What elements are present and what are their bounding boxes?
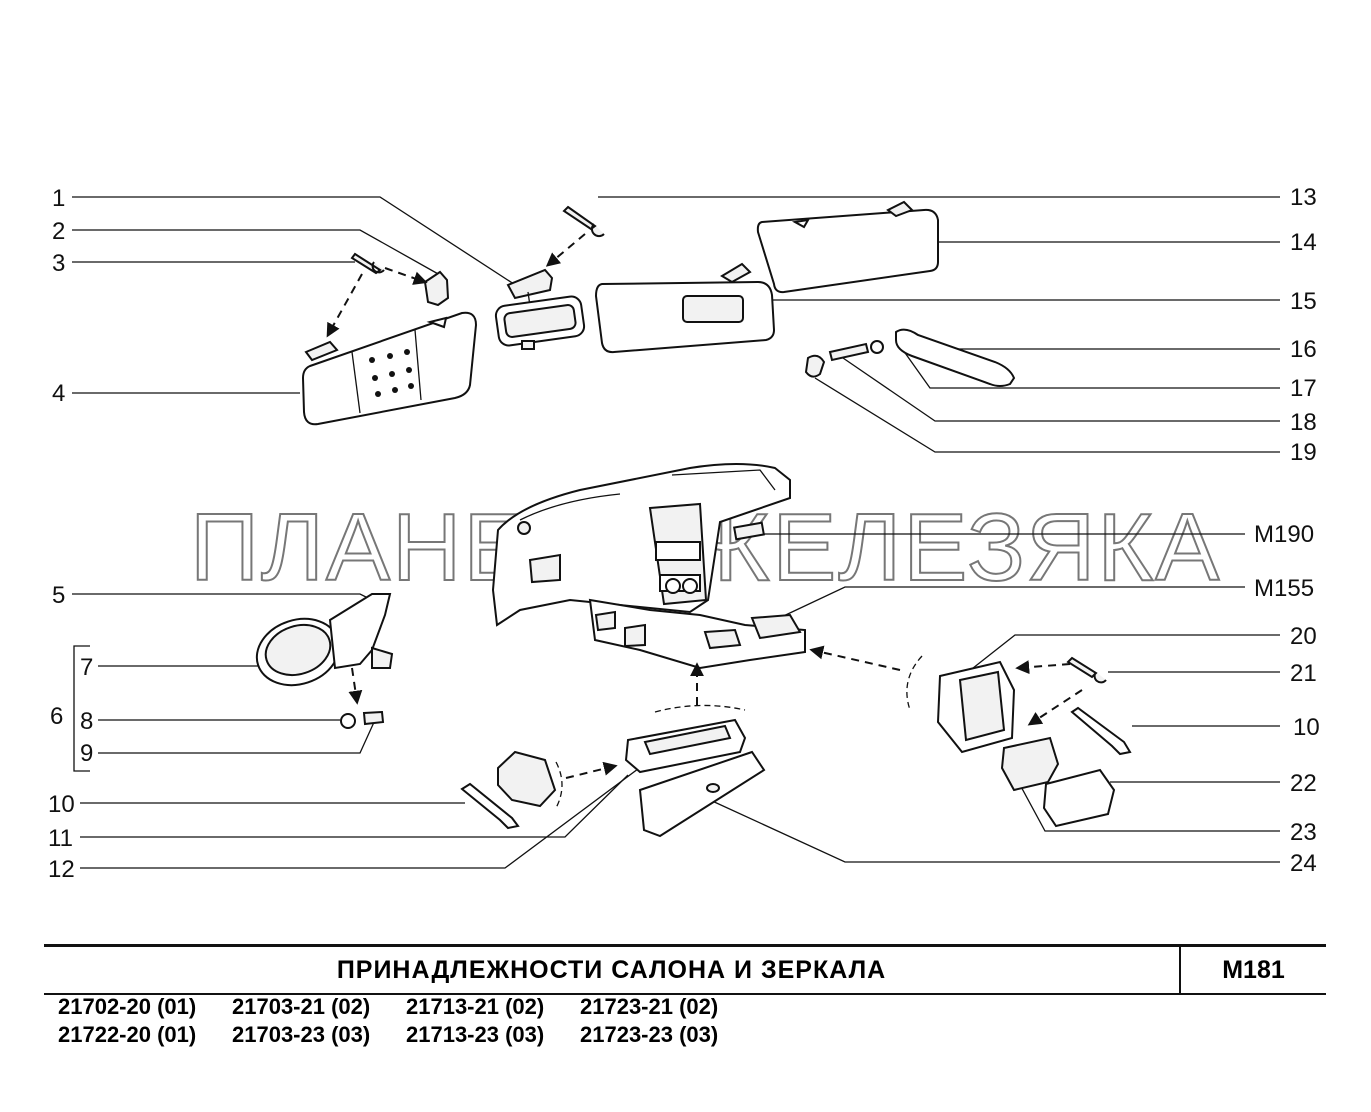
- diagram-title: ПРИНАДЛЕЖНОСТИ САЛОНА И ЗЕРКАЛА: [44, 947, 1181, 993]
- arrow-screw-to-mirror: [545, 233, 586, 267]
- sun-visor-left: [301, 311, 478, 426]
- callout-17: 17: [1290, 375, 1317, 402]
- arrow-to-insert: [1027, 689, 1083, 726]
- pin-left: [460, 782, 520, 830]
- callout-13: 13: [1290, 184, 1317, 211]
- title-block: ПРИНАДЛЕЖНОСТИ САЛОНА И ЗЕРКАЛА М181: [44, 944, 1326, 995]
- ashtray-lid: [1042, 768, 1116, 828]
- callout-6: 6: [50, 703, 63, 730]
- callout-7: 7: [80, 654, 93, 681]
- callout-10-right: 10: [1293, 714, 1320, 741]
- screw-right: [1066, 656, 1107, 684]
- callout-10-left: 10: [48, 791, 75, 818]
- callout-19: 19: [1290, 439, 1317, 466]
- callout-23: 23: [1290, 819, 1317, 846]
- arrow-holder-to-tray: [565, 761, 618, 779]
- screw-top: [562, 205, 605, 238]
- callout-5: 5: [52, 582, 65, 609]
- dashboard: [491, 463, 806, 670]
- mirror-screw: [362, 710, 385, 726]
- model-code: 21703-21 (02): [232, 994, 371, 1019]
- visor-mirror-holes: [369, 349, 414, 397]
- mirror-nut: [340, 713, 356, 729]
- arrow-box-to-console: [809, 645, 901, 671]
- pin-right: [1070, 706, 1132, 756]
- visor-clip: [423, 270, 450, 307]
- model-code: 21703-23 (03): [232, 1022, 371, 1047]
- page-code: М181: [1222, 956, 1285, 984]
- holder-left: [497, 750, 557, 808]
- armrest-lid: [638, 750, 766, 838]
- callout-20: 20: [1290, 623, 1317, 650]
- callout-15: 15: [1290, 288, 1317, 315]
- sun-visor-with-mirror: [594, 262, 776, 354]
- arrow-mirror-mount: [348, 667, 363, 705]
- washer: [870, 340, 884, 354]
- model-code: 21723-21 (02): [580, 994, 719, 1019]
- callout-18: 18: [1290, 409, 1317, 436]
- model-code: 21722-20 (01): [58, 1022, 197, 1047]
- model-code: 21702-20 (01): [58, 994, 197, 1019]
- handle-screw: [828, 342, 870, 362]
- arc-tray: [654, 704, 746, 713]
- parts-diagram: ПЛАНЕТА ЖЕЛЕЗЯКА 1 2 3 4 5 6 7 8 9 10 11…: [48, 184, 1320, 883]
- leader-lines: [72, 196, 1280, 869]
- model-code: 21723-23 (03): [580, 1022, 719, 1047]
- callouts-right: 13 14 15 16 17 18 19 M190 M155 20 21 10 …: [1254, 184, 1320, 877]
- grab-handle: [895, 328, 1016, 387]
- model-list: 21702-20 (01) 21703-21 (02) 21713-21 (02…: [58, 994, 778, 1050]
- callout-m190: M190: [1254, 521, 1314, 548]
- callout-21: 21: [1290, 660, 1317, 687]
- sun-visor-right: [756, 200, 939, 294]
- callout-4: 4: [52, 380, 65, 407]
- callout-m155: M155: [1254, 575, 1314, 602]
- callout-16: 16: [1290, 336, 1317, 363]
- arrow-screw-to-box: [1015, 660, 1071, 675]
- model-code: 21713-21 (02): [406, 994, 545, 1019]
- cup-holder-insert: [1000, 736, 1060, 792]
- callout-1: 1: [52, 185, 65, 212]
- arc-right: [906, 655, 923, 711]
- callout-24: 24: [1290, 850, 1317, 877]
- arrow-screw-to-clip: [384, 267, 428, 285]
- model-row: 21722-20 (01) 21703-23 (03) 21713-23 (03…: [58, 1022, 778, 1050]
- arrow-screw-to-visor: [326, 273, 363, 338]
- arc-left: [555, 761, 563, 809]
- outside-mirror: [255, 593, 394, 687]
- callout-14: 14: [1290, 229, 1317, 256]
- callout-2: 2: [52, 218, 65, 245]
- callout-12: 12: [48, 856, 75, 883]
- storage-box: [936, 660, 1016, 754]
- model-row: 21702-20 (01) 21703-21 (02) 21713-21 (02…: [58, 994, 778, 1022]
- callout-22: 22: [1290, 770, 1317, 797]
- rear-view-mirror: [494, 268, 586, 350]
- handle-plug: [804, 354, 826, 378]
- callout-11: 11: [48, 825, 73, 852]
- callout-3: 3: [52, 250, 65, 277]
- center-tray: [624, 718, 747, 774]
- model-code: 21713-23 (03): [406, 1022, 545, 1047]
- callouts-left: 1 2 3 4 5 6 7 8 9 10 11 12: [48, 185, 93, 883]
- callout-8: 8: [80, 708, 93, 735]
- callout-9: 9: [80, 740, 93, 767]
- screw-left: [350, 252, 385, 275]
